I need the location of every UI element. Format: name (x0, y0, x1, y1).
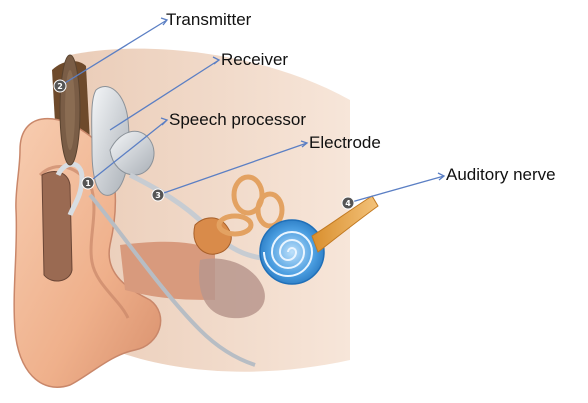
svg-text:4: 4 (345, 199, 351, 208)
cochlea (260, 220, 324, 284)
leader-auditory-nerve (348, 176, 444, 203)
marker-2: 2 (54, 80, 66, 92)
svg-text:2: 2 (57, 82, 63, 91)
label-electrode: Electrode (309, 134, 381, 151)
speech-processor-device (42, 172, 72, 281)
label-auditory-nerve: Auditory nerve (446, 166, 556, 183)
svg-text:3: 3 (155, 191, 161, 200)
label-transmitter: Transmitter (166, 11, 251, 28)
marker-3: 3 (152, 189, 164, 201)
label-speech-processor: Speech processor (169, 111, 306, 128)
svg-text:1: 1 (85, 179, 91, 188)
marker-1: 1 (82, 177, 94, 189)
label-receiver: Receiver (221, 51, 288, 68)
marker-4: 4 (342, 197, 354, 209)
